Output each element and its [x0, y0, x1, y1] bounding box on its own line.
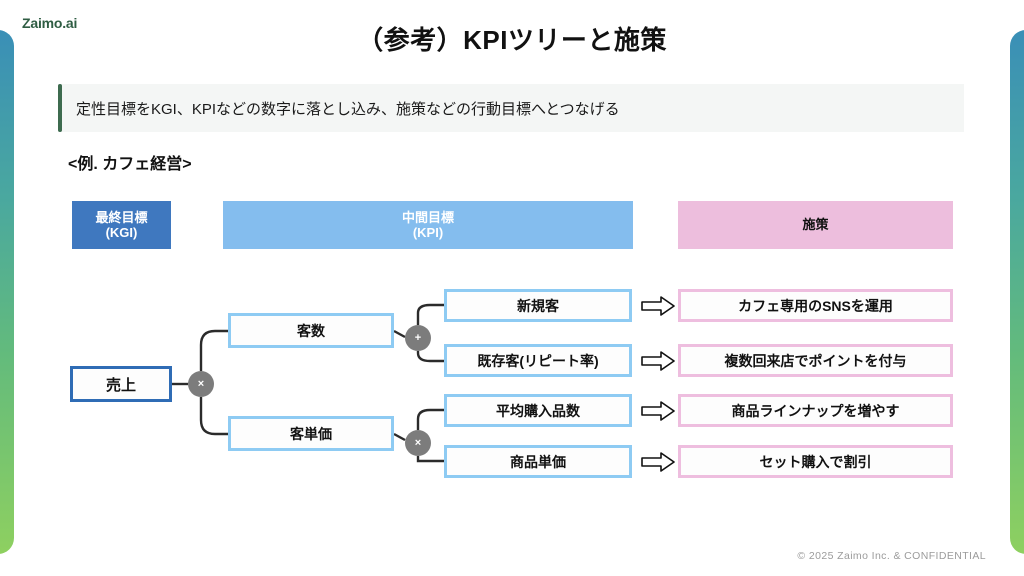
tree-node-root[interactable]: 売上 — [70, 366, 172, 402]
tree-node-measure-2[interactable]: 複数回来店でポイントを付与 — [678, 344, 953, 377]
right-gradient-bar — [1010, 30, 1024, 554]
column-header-kgi-line2: (KGI) — [105, 225, 138, 240]
column-header-measure-line1: 施策 — [802, 217, 829, 233]
arrow-right-icon-4 — [641, 452, 675, 472]
tree-node-measure-4[interactable]: セット購入で割引 — [678, 445, 953, 478]
operator-multiply-branch-2: × — [405, 430, 431, 456]
tree-node-kpi-3[interactable]: 平均購入品数 — [444, 394, 632, 427]
tree-node-branch-1[interactable]: 客数 — [228, 313, 394, 348]
tree-node-kpi-4[interactable]: 商品単価 — [444, 445, 632, 478]
example-label: <例. カフェ経営> — [68, 156, 192, 173]
subtitle-banner: 定性目標をKGI、KPIなどの数字に落とし込み、施策などの行動目標へとつなげる — [58, 84, 964, 132]
tree-node-measure-1[interactable]: カフェ専用のSNSを運用 — [678, 289, 953, 322]
operator-plus-branch-1: + — [405, 325, 431, 351]
subtitle-text: 定性目標をKGI、KPIなどの数字に落とし込み、施策などの行動目標へとつなげる — [76, 100, 620, 118]
column-header-kpi-line1: 中間目標 — [401, 209, 454, 225]
arrow-right-icon-3 — [641, 401, 675, 421]
operator-multiply-root: × — [188, 371, 214, 397]
column-header-kgi: 最終目標 (KGI) — [72, 201, 171, 249]
brand-logo: Zaimo.ai — [22, 15, 78, 31]
column-header-kpi-line2: (KPI) — [412, 225, 444, 240]
column-header-measure: 施策 — [678, 201, 953, 249]
arrow-right-icon-2 — [641, 351, 675, 371]
tree-node-branch-2[interactable]: 客単価 — [228, 416, 394, 451]
column-header-kpi: 中間目標 (KPI) — [223, 201, 633, 249]
page-title: （参考）KPIツリーと施策 — [357, 25, 667, 55]
arrow-right-icon-1 — [641, 296, 675, 316]
tree-node-kpi-2[interactable]: 既存客(リピート率) — [444, 344, 632, 377]
left-gradient-bar — [0, 30, 14, 554]
connector-lines — [172, 303, 444, 463]
banner-accent-bar — [58, 84, 62, 132]
column-header-kgi-line1: 最終目標 — [95, 209, 148, 225]
tree-node-kpi-1[interactable]: 新規客 — [444, 289, 632, 322]
kpi-tree: 売上 × + × 客数 客単価 新規客 既存客(リピート率) 平均購入品数 商品… — [0, 265, 1024, 495]
tree-node-measure-3[interactable]: 商品ラインナップを増やす — [678, 394, 953, 427]
footer-copyright: © 2025 Zaimo Inc. & CONFIDENTIAL — [797, 550, 986, 562]
